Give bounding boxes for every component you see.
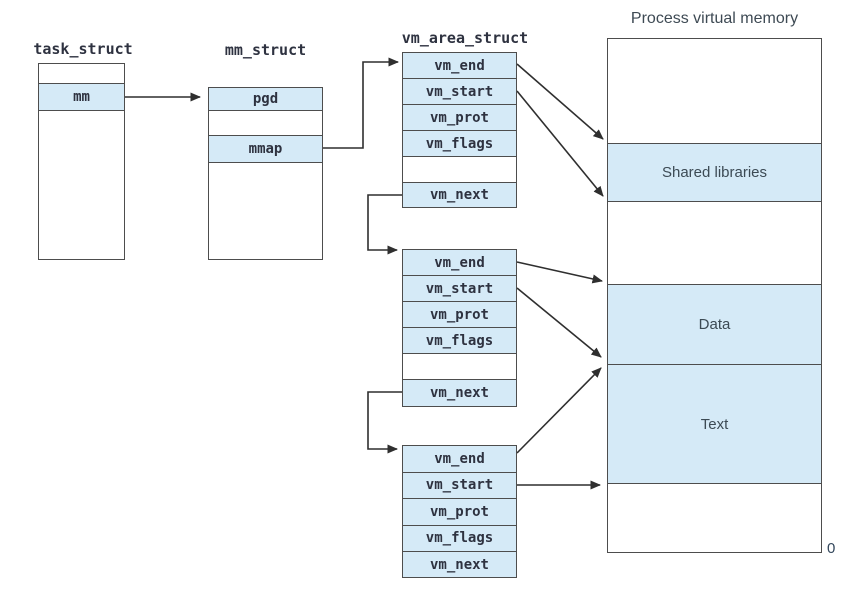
memory-section-shared-libraries: Shared libraries bbox=[608, 144, 821, 202]
vma1-row-vm-start: vm_start bbox=[403, 79, 516, 105]
mm-struct-row-mmap: mmap bbox=[209, 136, 322, 163]
vma2-row-vm-flags: vm_flags bbox=[403, 328, 516, 354]
task-struct-row-empty-bottom bbox=[39, 111, 124, 259]
vma3-row-vm-start: vm_start bbox=[403, 472, 516, 499]
mm-struct-row-pgd: pgd bbox=[209, 88, 322, 111]
mm-struct-title: mm_struct bbox=[224, 41, 307, 59]
task-struct-row-empty-top bbox=[39, 64, 124, 84]
vma2-row-vm-start: vm_start bbox=[403, 276, 516, 302]
vma2-row-vm-next: vm_next bbox=[403, 380, 516, 406]
vma2-row-vm-prot: vm_prot bbox=[403, 302, 516, 328]
vma3-box: vm_end vm_start vm_prot vm_flags vm_next bbox=[402, 445, 517, 578]
vma3-row-vm-prot: vm_prot bbox=[403, 499, 516, 526]
task-struct-row-mm: mm bbox=[39, 84, 124, 111]
arrow-vma2-vmend-to-data-top bbox=[516, 261, 603, 284]
vma1-row-vm-end: vm_end bbox=[403, 53, 516, 79]
memory-section-free-bottom bbox=[608, 484, 821, 552]
arrow-vma2-vmnext-to-vma3 bbox=[367, 391, 402, 454]
arrow-mmap-to-vma1 bbox=[323, 57, 399, 149]
arrow-vma1-vmstart-to-sharedlibs-bottom bbox=[516, 90, 604, 197]
address-zero-label: 0 bbox=[827, 540, 836, 557]
arrow-vma1-vmnext-to-vma2 bbox=[367, 194, 402, 255]
vma3-row-vm-flags: vm_flags bbox=[403, 525, 516, 552]
mm-struct-row-empty bbox=[209, 111, 322, 136]
memory-section-free-middle bbox=[608, 202, 821, 285]
task-struct-title: task_struct bbox=[33, 40, 133, 58]
vma1-row-vm-prot: vm_prot bbox=[403, 105, 516, 131]
vma1-row-vm-flags: vm_flags bbox=[403, 131, 516, 157]
vma1-box: vm_end vm_start vm_prot vm_flags vm_next bbox=[402, 52, 517, 208]
arrow-vma3-vmend-to-text-top bbox=[516, 367, 602, 454]
vma2-row-empty bbox=[403, 354, 516, 380]
vma3-row-vm-end: vm_end bbox=[403, 446, 516, 473]
memory-section-free-top bbox=[608, 39, 821, 144]
memory-section-text: Text bbox=[608, 365, 821, 484]
vma2-row-vm-end: vm_end bbox=[403, 250, 516, 276]
vma2-box: vm_end vm_start vm_prot vm_flags vm_next bbox=[402, 249, 517, 407]
task-struct-box: mm bbox=[38, 63, 125, 260]
vma1-row-empty bbox=[403, 157, 516, 183]
arrow-vma2-vmstart-to-data-bottom bbox=[516, 287, 602, 358]
vma1-row-vm-next: vm_next bbox=[403, 183, 516, 207]
process-virtual-memory-box: Shared libraries Data Text bbox=[607, 38, 822, 553]
arrow-vma1-vmend-to-sharedlibs-top bbox=[516, 63, 604, 140]
memory-section-data: Data bbox=[608, 285, 821, 365]
mm-struct-row-empty-bottom bbox=[209, 163, 322, 259]
vm-area-struct-title: vm_area_struct bbox=[401, 29, 529, 47]
mm-struct-box: pgd mmap bbox=[208, 87, 323, 260]
vma3-row-vm-next: vm_next bbox=[403, 552, 516, 577]
process-virtual-memory-title: Process virtual memory bbox=[630, 10, 799, 27]
